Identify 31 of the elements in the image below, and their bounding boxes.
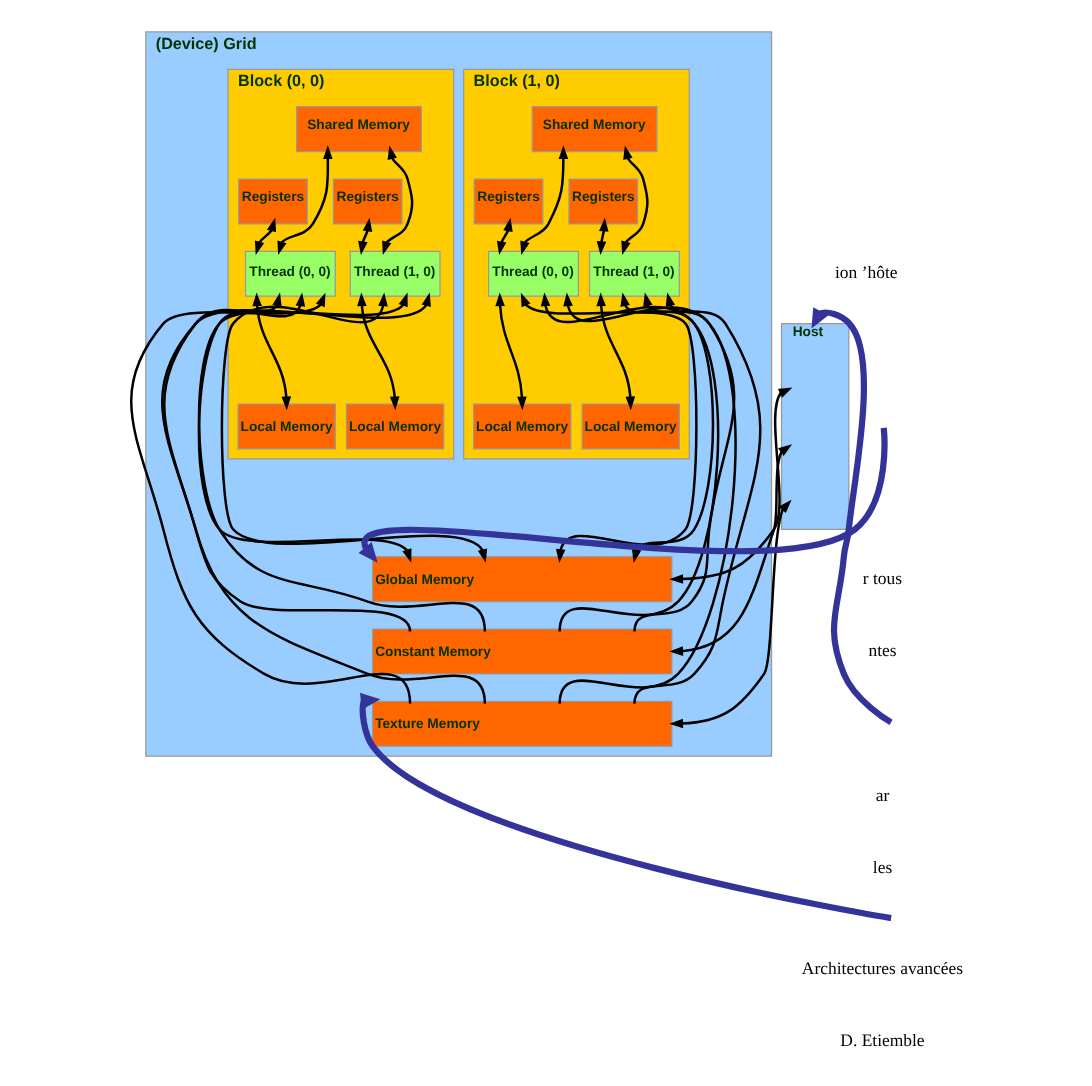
arrow — [277, 145, 333, 255]
label: D. Etiemble — [840, 1030, 925, 1051]
arrow — [669, 387, 793, 584]
arrow — [130, 292, 412, 704]
arrow — [220, 292, 488, 563]
label: ion ’hôte — [835, 262, 898, 283]
arrow — [520, 292, 698, 563]
label: ar — [875, 784, 890, 805]
arrow — [359, 692, 892, 922]
arrow — [596, 292, 636, 411]
label: ntes — [868, 640, 897, 661]
arrow — [358, 427, 888, 563]
arrow — [621, 145, 649, 255]
arrow — [163, 292, 412, 632]
arrow — [669, 444, 793, 656]
arrow — [633, 292, 736, 632]
arrow — [252, 292, 292, 411]
label: les — [872, 856, 893, 877]
arrow — [633, 292, 762, 704]
label: r tous — [862, 567, 903, 588]
label: Architectures avancées — [801, 957, 964, 978]
arrow — [197, 292, 412, 563]
arrow — [811, 307, 893, 726]
arrow — [382, 145, 414, 255]
arrow — [520, 145, 569, 255]
arrow — [495, 292, 527, 411]
arrow — [161, 292, 487, 704]
arrow — [357, 292, 400, 411]
arrow — [197, 292, 487, 632]
arrow — [620, 292, 715, 563]
arrow — [669, 499, 792, 729]
